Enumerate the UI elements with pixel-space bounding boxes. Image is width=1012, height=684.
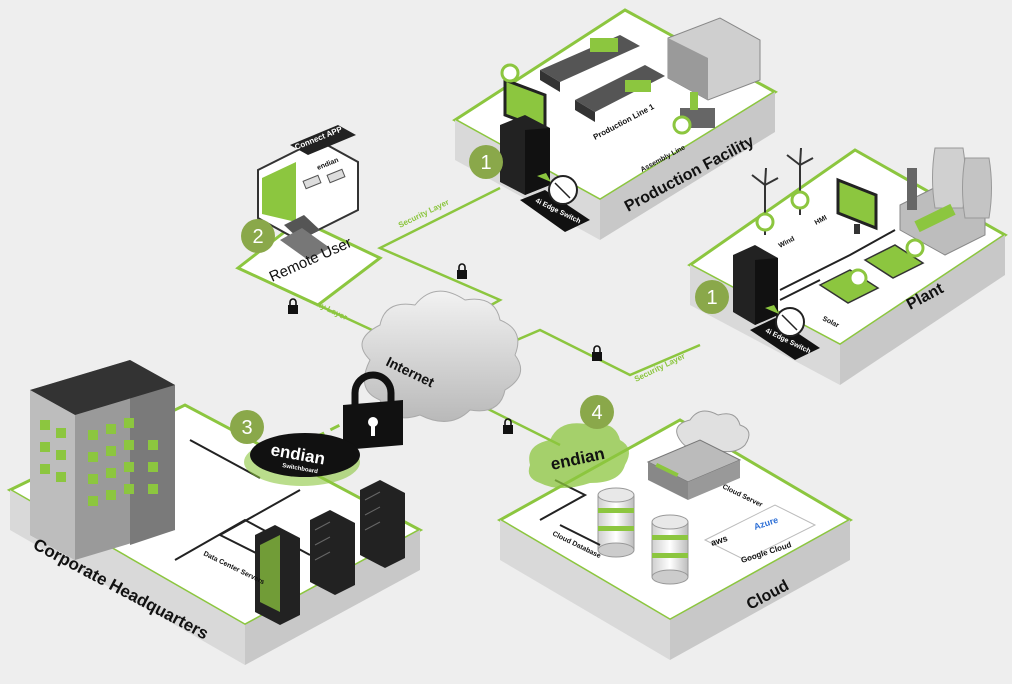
production-line-machines: [540, 17, 761, 122]
status-indicator-icon: [672, 115, 692, 135]
link-lock-icon: [457, 263, 467, 279]
status-indicator-icon: [905, 238, 925, 258]
plant-diagnostic-gauge-icon: [765, 305, 805, 337]
security-layer-label: Security Layer: [633, 352, 687, 384]
badge-3-hq: 3: [230, 410, 264, 444]
link-lock-icon: [592, 345, 602, 361]
building-windows: [40, 418, 158, 506]
status-indicator-icon: [755, 212, 775, 232]
security-padlock-icon: [343, 371, 403, 450]
link-lock-icon: [288, 298, 298, 314]
cloud-database-icon: [597, 487, 689, 585]
diagnostic-gauge-icon: [537, 173, 578, 205]
power-plant-icon: [899, 147, 992, 256]
status-indicator-icon: [500, 63, 520, 83]
badge-1-production: 1: [469, 145, 503, 179]
svg-text:2: 2: [252, 226, 263, 248]
badge-4-cloud: 4: [580, 395, 614, 429]
plant-wiring: [779, 229, 896, 301]
plant-hmi-monitor-icon: [836, 177, 878, 234]
status-indicator-icon: [848, 268, 868, 288]
svg-text:1: 1: [480, 152, 491, 174]
production-facility-zone: 4i Edge Switch Production Line 1 Assembl…: [452, 8, 778, 240]
office-building-icon: [30, 360, 175, 560]
wind-turbine-icon: [751, 147, 814, 235]
svg-text:4: 4: [591, 402, 602, 424]
svg-text:3: 3: [241, 417, 252, 439]
corporate-hq-zone: endian Switchboard Data Center Servers C…: [6, 360, 424, 665]
endian-cloud-badge: endian: [528, 423, 629, 488]
badge-1-plant: 1: [695, 280, 729, 314]
link-lock-icon: [503, 418, 513, 434]
cloud-zone: endian aws Azure Google Cloud Cloud Serv…: [496, 395, 854, 660]
internet-cloud: Internet: [361, 290, 522, 422]
svg-text:1: 1: [706, 287, 717, 309]
plant-zone: 4i Edge Switch Wind HMI Solar Plant 1: [687, 147, 1008, 385]
badge-2-remote: 2: [241, 219, 275, 253]
endian-switchboard-badge: endian Switchboard: [244, 433, 360, 486]
remote-user-zone: Connect APP endian Remote User 2: [235, 124, 383, 307]
server-rack-icon: [255, 480, 405, 625]
solar-panel-icon: [818, 244, 925, 304]
cloud-server-icon: [646, 410, 750, 500]
status-indicator-icon: [790, 190, 810, 210]
